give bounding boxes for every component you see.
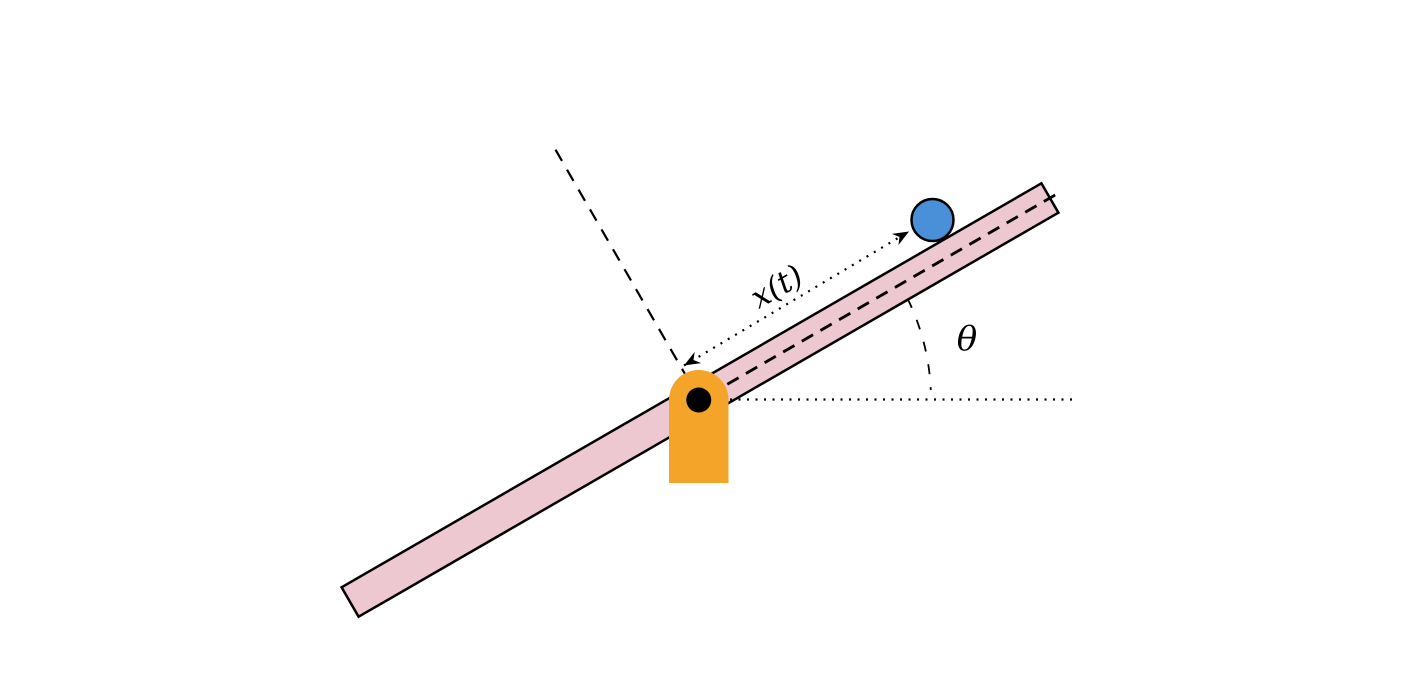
beam-axis-dashed-line [708, 190, 1062, 397]
arrow-head-right [891, 231, 909, 246]
pivot-support [669, 370, 729, 483]
arrow-head-left [684, 351, 702, 366]
perpendicular-dashed-line [550, 142, 701, 401]
position-arrow [683, 230, 910, 367]
ball [910, 197, 955, 243]
position-arrow-line [683, 230, 910, 367]
angle-arc [906, 298, 932, 390]
position-label: x(t) [745, 258, 810, 316]
angle-label: θ [957, 319, 977, 359]
pivot-dot [686, 387, 712, 413]
